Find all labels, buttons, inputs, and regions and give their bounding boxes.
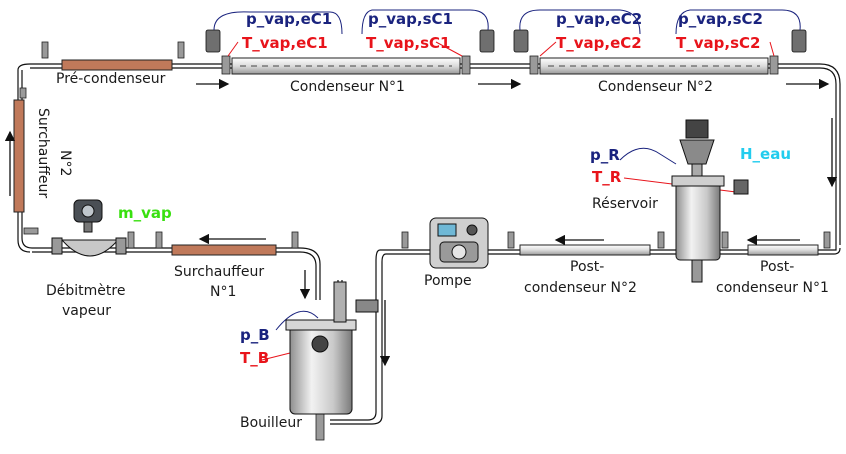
surchauffeur-1-tube	[172, 245, 276, 255]
label-post-condenseur-2-line1: Post-	[570, 260, 604, 274]
sensor-t-r: T_R	[592, 170, 621, 185]
label-reservoir: Réservoir	[592, 197, 658, 211]
label-surchauffeur-1-line1: Surchauffeur	[174, 265, 264, 279]
sensor-t-b: T_B	[240, 351, 269, 366]
label-condenseur-2: Condenseur N°2	[598, 80, 713, 94]
pompe	[430, 218, 488, 268]
label-surchauffeur-1-line2: N°1	[210, 285, 236, 299]
label-post-condenseur-2-line2: condenseur N°2	[524, 281, 637, 295]
label-post-condenseur-1-line1: Post-	[760, 260, 794, 274]
sensor-t-vap-ec2: T_vap,eC2	[556, 36, 642, 51]
sensor-p-b: p_B	[240, 328, 270, 343]
label-pre-condenseur: Pré-condenseur	[56, 72, 165, 86]
sensor-p-vap-ec1: p_vap,eC1	[246, 12, 332, 27]
sensor-t-vap-ec1: T_vap,eC1	[242, 36, 328, 51]
sensor-p-r: p_R	[590, 148, 620, 163]
condenseur-1	[232, 58, 460, 74]
reservoir	[672, 120, 748, 282]
label-bouilleur: Bouilleur	[240, 416, 302, 430]
post-condenseur-1-tube	[748, 245, 818, 255]
pre-condenseur-tube	[62, 60, 172, 70]
surchauffeur-2-tube	[14, 100, 24, 212]
sensor-h-eau: H_eau	[740, 147, 791, 162]
label-pompe: Pompe	[424, 274, 472, 288]
label-surchauffeur-2-line1: Surchauffeur	[36, 108, 50, 198]
label-surchauffeur-2-line2: N°2	[58, 150, 72, 176]
label-condenseur-1: Condenseur N°1	[290, 80, 405, 94]
post-condenseur-2-tube	[520, 245, 650, 255]
sensor-p-vap-sc2: p_vap,sC2	[678, 12, 763, 27]
sensor-m-vap: m_vap	[118, 206, 172, 221]
label-debitmetre-line1: Débitmètre	[46, 284, 125, 298]
sensor-p-vap-ec2: p_vap,eC2	[556, 12, 642, 27]
label-post-condenseur-1-line2: condenseur N°1	[716, 281, 829, 295]
bouilleur	[286, 282, 378, 414]
sensor-t-vap-sc1: T_vap,sC1	[366, 36, 450, 51]
condenseur-2	[540, 58, 768, 74]
sensor-t-vap-sc2: T_vap,sC2	[676, 36, 760, 51]
label-debitmetre-line2: vapeur	[62, 304, 111, 318]
sensor-p-vap-sc1: p_vap,sC1	[368, 12, 453, 27]
